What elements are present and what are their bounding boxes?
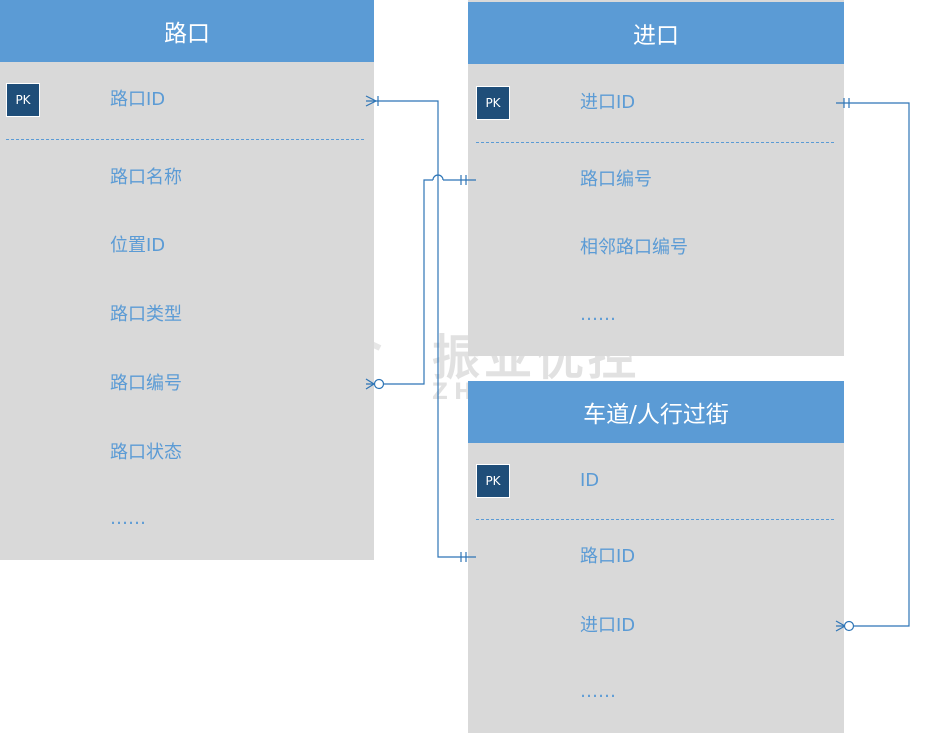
- field-divider: [476, 519, 834, 520]
- field-entrance-id: 进口ID: [580, 615, 636, 636]
- entity-entrance: 进口 PK 进口ID 路口编号 相邻路口编号 ……: [468, 0, 844, 356]
- field-intersection-type: 路口类型: [110, 304, 182, 325]
- relation-entrance-to-lane: [835, 98, 910, 632]
- field-intersection-id: 路口ID: [580, 546, 636, 567]
- field-entrance-id: 进口ID: [580, 92, 636, 113]
- entity-entrance-header: 进口: [468, 2, 844, 64]
- field-intersection-number: 路口编号: [110, 373, 182, 394]
- field-intersection-id: 路口ID: [110, 89, 166, 110]
- field-ellipsis: ……: [110, 508, 146, 529]
- pk-badge: PK: [476, 464, 510, 498]
- field-intersection-number: 路口编号: [580, 169, 652, 190]
- field-lane-id: ID: [580, 470, 600, 491]
- entity-lane-crossing-header: 车道/人行过街: [468, 381, 844, 443]
- field-adjacent-intersection-number: 相邻路口编号: [580, 237, 688, 258]
- field-divider: [476, 142, 834, 143]
- field-intersection-name: 路口名称: [110, 167, 182, 188]
- field-divider: [6, 139, 364, 140]
- relation-intersection-number-to-entrance: [365, 174, 476, 390]
- pk-badge: PK: [6, 83, 40, 117]
- entity-lane-crossing: 车道/人行过街 PK ID 路口ID 进口ID ……: [468, 381, 844, 733]
- field-intersection-status: 路口状态: [110, 442, 182, 463]
- entity-intersection: 路口 PK 路口ID 路口名称 位置ID 路口类型 路口编号 路口状态 ……: [0, 0, 374, 560]
- field-ellipsis: ……: [580, 681, 616, 702]
- pk-badge: PK: [476, 86, 510, 120]
- relation-intersection-to-lane: [365, 95, 476, 562]
- field-ellipsis: ……: [580, 304, 616, 325]
- entity-intersection-header: 路口: [0, 0, 374, 62]
- field-location-id: 位置ID: [110, 235, 166, 256]
